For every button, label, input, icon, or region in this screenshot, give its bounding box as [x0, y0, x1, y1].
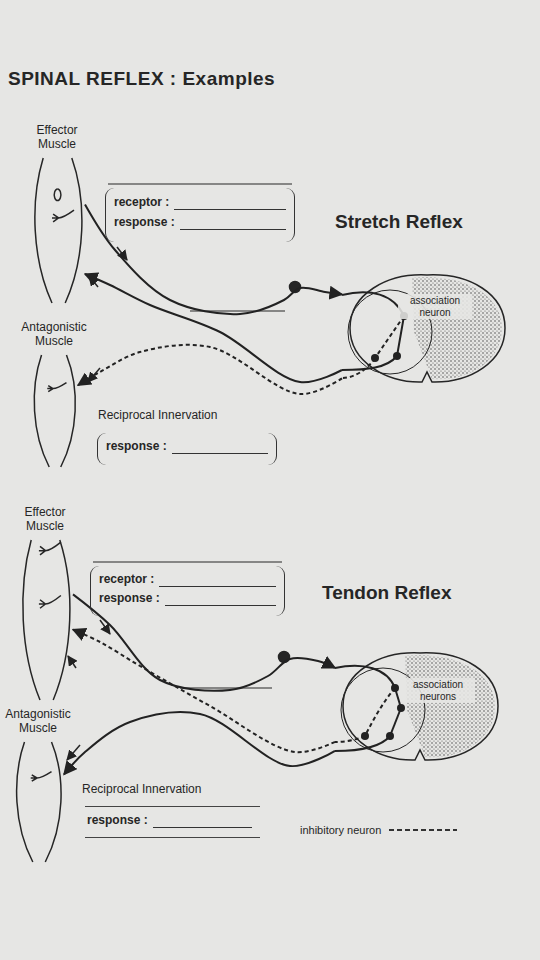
text-row: receptor : [99, 573, 276, 587]
muscle-line [39, 595, 61, 608]
legend-swatch [389, 825, 457, 835]
spinal-cord: association neuron [342, 272, 512, 384]
answer-line [172, 443, 268, 454]
text-row: Antagonistic Muscle [0, 708, 78, 736]
legend-dash [389, 829, 457, 831]
answer-line [174, 199, 286, 210]
text-row: association neurons [401, 678, 475, 703]
muscle-label: Antagonistic Muscle [0, 708, 78, 736]
muscle-line [39, 542, 61, 555]
neuron-body [371, 354, 379, 362]
answer-box: receptor : response : [105, 188, 295, 242]
neuron-label: association neurons [401, 678, 475, 703]
antagonistic-muscle: Antagonistic Muscle [12, 742, 64, 862]
effector-muscle: Effector Muscle [30, 158, 85, 303]
nerve-fiber [342, 356, 397, 370]
inhibitory-fiber [335, 736, 365, 742]
effector-muscle: Effector Muscle [18, 540, 73, 700]
field-label: response : [99, 592, 160, 606]
neuron-label: association neuron [398, 294, 472, 319]
field-label: response : [114, 216, 175, 230]
neuron-body [391, 684, 399, 692]
nerve-fiber [342, 292, 404, 356]
inhibitory-fiber [342, 358, 375, 378]
nerve-fiber [85, 204, 342, 314]
answer-line [159, 576, 276, 587]
spinal-cord: association neurons [335, 650, 505, 762]
inhibitory-fiber [365, 688, 395, 736]
muscle-line [54, 189, 61, 201]
cord-section [342, 272, 512, 384]
answer-line [153, 817, 252, 828]
section-title: Tendon Reflex [322, 582, 452, 604]
direction-arrow [100, 620, 110, 634]
field-label: response : [106, 440, 167, 454]
section-heading: Reciprocal Innervation [82, 783, 201, 797]
neuron-body [361, 732, 369, 740]
nerve-fiber [85, 274, 342, 382]
muscle-outline [30, 355, 78, 467]
muscle-line [23, 540, 70, 700]
text-row: response : [114, 216, 286, 230]
direction-arrow [68, 656, 76, 668]
cord-section [335, 650, 505, 762]
nerve-fiber [64, 712, 335, 774]
direction-arrow [88, 368, 100, 382]
page-title: SPINAL REFLEX : Examples [8, 68, 275, 90]
answer-line [165, 595, 276, 606]
muscle-line [34, 355, 75, 467]
muscle-label: Effector Muscle [24, 124, 90, 152]
field-label: receptor : [114, 196, 169, 210]
muscle-outline [18, 540, 73, 700]
inhibitory-fiber [375, 316, 404, 358]
antagonistic-muscle: Antagonistic Muscle [30, 355, 78, 467]
muscle-line [52, 210, 74, 222]
muscle-line [31, 772, 52, 782]
text-row: response : [99, 592, 276, 606]
muscle-label: Antagonistic Muscle [12, 321, 96, 349]
text-row: association neuron [398, 294, 472, 319]
muscle-line [47, 383, 66, 392]
legend-text: inhibitory neuron [300, 824, 381, 836]
text-row: response : [87, 814, 252, 828]
inhibitory-fiber [78, 345, 342, 394]
nerve-fiber [335, 666, 401, 708]
text-row: Antagonistic Muscle [12, 321, 96, 349]
nerve-fiber [73, 594, 335, 690]
neuron-body [397, 704, 405, 712]
text-row: Effector Muscle [24, 124, 90, 152]
muscle-outline [12, 742, 64, 862]
text-row: receptor : [114, 196, 286, 210]
cord-outline [350, 275, 505, 382]
answer-line [180, 219, 286, 230]
section-title: Stretch Reflex [335, 211, 463, 233]
muscle-line [35, 158, 82, 303]
nerve-sheath [180, 688, 272, 689]
neuron-body [393, 352, 401, 360]
field-label: response : [87, 814, 148, 828]
text-row: Reciprocal Innervation [82, 783, 282, 797]
box-rule [93, 562, 282, 563]
answer-box: receptor : response : [90, 566, 285, 616]
text-row: response : [106, 440, 268, 454]
nerve-fiber [390, 708, 401, 736]
text-row: Effector Muscle [12, 506, 78, 534]
box-rule [108, 184, 292, 185]
answer-box: Reciprocal Innervationresponse : [85, 806, 260, 838]
legend-item: inhibitory neuron [300, 824, 457, 836]
answer-box: Reciprocal Innervationresponse : [97, 433, 277, 465]
text-row: Reciprocal Innervation [98, 409, 298, 423]
muscle-outline [30, 158, 85, 303]
muscle-label: Effector Muscle [12, 506, 78, 534]
inhibitory-fiber [73, 630, 335, 753]
field-label: receptor : [99, 573, 154, 587]
cord-outline [343, 653, 498, 760]
neuron-body [386, 732, 394, 740]
muscle-line [17, 742, 61, 862]
section-heading: Reciprocal Innervation [98, 409, 217, 423]
